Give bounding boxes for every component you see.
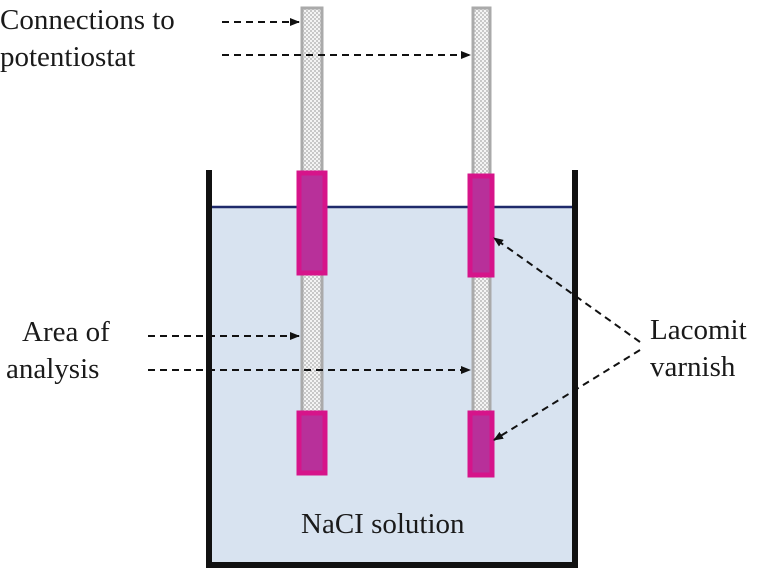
varnish-lower-right	[467, 410, 495, 478]
left-electrode	[296, 6, 328, 476]
arrow-varnish-lower	[493, 349, 641, 441]
right-electrode	[467, 6, 495, 478]
label-lacomit-line2: varnish	[650, 351, 736, 383]
nacl-solution	[212, 207, 572, 562]
label-connections-line2: potentiostat	[0, 41, 135, 73]
label-solution: NaCI solution	[301, 508, 465, 540]
varnish-upper-left	[296, 170, 328, 276]
label-lacomit-line1: Lacomit	[650, 314, 747, 346]
beaker	[206, 170, 578, 568]
label-connections-line1: Connections to	[0, 4, 175, 36]
varnish-lower-left	[296, 410, 328, 476]
label-area-line1: Area of	[22, 316, 110, 348]
varnish-upper-right	[467, 173, 495, 278]
arrow-varnish-upper	[493, 237, 641, 343]
label-area-line2: analysis	[6, 353, 99, 385]
